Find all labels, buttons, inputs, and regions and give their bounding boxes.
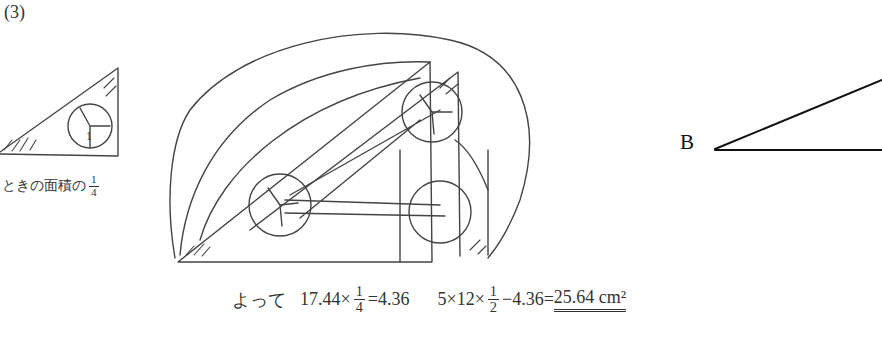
inner-arc xyxy=(455,140,488,190)
label-text: ときの面積の xyxy=(2,177,86,195)
label-text: 5×12× xyxy=(438,289,485,310)
label-text: 17.44× xyxy=(300,289,351,310)
moved-triangle xyxy=(250,72,460,256)
large-triangle xyxy=(178,62,432,262)
fraction: 14 xyxy=(354,284,365,315)
label-text: −4.36= xyxy=(502,289,554,310)
text-line: 1 xyxy=(86,129,92,144)
radius-lines xyxy=(420,95,452,134)
text-line: よって17.44×14=4.365×12×12−4.36=25.64 cm² xyxy=(232,284,626,315)
label-text: (3) xyxy=(4,2,25,23)
circle xyxy=(249,174,311,236)
inner-arc xyxy=(180,62,430,255)
circle xyxy=(409,181,471,243)
circle xyxy=(402,82,462,142)
small-triangle xyxy=(0,68,118,156)
hatching xyxy=(186,78,486,256)
label-text: 1 xyxy=(86,129,92,144)
text-line: (3) xyxy=(4,2,25,23)
triangle-edge xyxy=(715,80,882,150)
outer-arc xyxy=(170,33,529,258)
radius-lines xyxy=(80,108,110,147)
label-text: 1 xyxy=(89,174,99,187)
label-text: 2 xyxy=(488,300,499,315)
fraction: 14 xyxy=(89,174,99,199)
label-text: 1 xyxy=(488,284,499,300)
small-circle xyxy=(68,104,112,148)
label-text: 4 xyxy=(89,187,99,199)
label-text: 25.64 cm² xyxy=(554,287,626,312)
fraction: 12 xyxy=(488,284,499,315)
joining-lines xyxy=(285,110,445,218)
inner-arc xyxy=(200,78,420,240)
hatching xyxy=(4,78,116,151)
text-line: B xyxy=(680,130,694,155)
label-text: B xyxy=(680,130,694,155)
text-line: ときの面積の14 xyxy=(2,174,102,199)
label-text: 1 xyxy=(354,284,365,300)
label-text: =4.36 xyxy=(368,289,410,310)
label-text: 4 xyxy=(354,300,365,315)
label-text: よって xyxy=(232,288,286,312)
